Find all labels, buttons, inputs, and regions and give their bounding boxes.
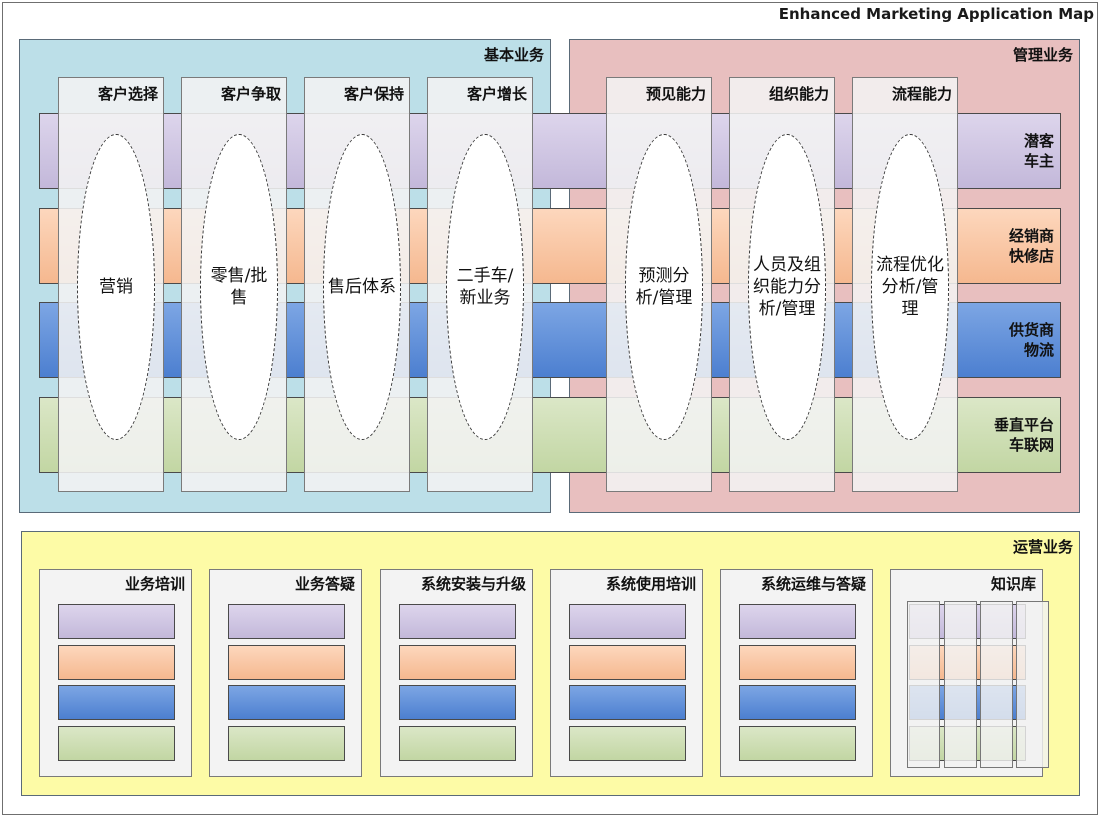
- column-title: 客户选择: [97, 85, 158, 103]
- card-bar-purple: [58, 604, 175, 639]
- column-process: 流程能力 流程优化分析/管理: [852, 77, 958, 492]
- ellipse-label: 流程优化分析/管理: [876, 255, 944, 319]
- band-label: 垂直平台 车联网: [993, 416, 1054, 454]
- column-customer-acquisition: 客户争取 零售/批售: [181, 77, 287, 492]
- card-bar-green: [399, 726, 516, 761]
- card-title: 系统使用培训: [605, 575, 696, 593]
- band-label: 供货商 物流: [1008, 321, 1054, 359]
- card-bar-purple: [569, 604, 686, 639]
- card-bar-blue: [399, 685, 516, 720]
- card-bar-orange: [399, 645, 516, 680]
- card-bar-orange: [228, 645, 345, 680]
- column-customer-selection: 客户选择 营销: [58, 77, 164, 492]
- column-organization: 组织能力 人员及组织能力分析/管理: [729, 77, 835, 492]
- column-ellipse: 预测分析/管理: [625, 134, 703, 440]
- card-bar-purple: [739, 604, 856, 639]
- ellipse-label: 零售/批售: [210, 266, 268, 308]
- card-system-ops-qa: 系统运维与答疑: [720, 569, 873, 777]
- card-knowledge-base: 知识库: [890, 569, 1049, 777]
- column-title: 客户保持: [343, 85, 404, 103]
- kb-column: [1016, 601, 1049, 768]
- column-ellipse: 人员及组织能力分析/管理: [748, 134, 826, 440]
- column-ellipse: 零售/批售: [200, 134, 278, 440]
- ellipse-label: 营销: [99, 277, 133, 297]
- column-ellipse: 流程优化分析/管理: [871, 134, 949, 440]
- ellipse-label: 售后体系: [328, 277, 396, 297]
- card-business-training: 业务培训: [39, 569, 192, 777]
- management-business-title: 管理业务: [1012, 46, 1073, 64]
- card-title: 业务答疑: [294, 575, 355, 593]
- column-customer-retention: 客户保持 售后体系: [304, 77, 410, 492]
- kb-column: [944, 601, 977, 768]
- ellipse-label: 预测分析/管理: [635, 266, 693, 308]
- column-foresight: 预见能力 预测分析/管理: [606, 77, 712, 492]
- card-bar-blue: [739, 685, 856, 720]
- card-bar-orange: [569, 645, 686, 680]
- column-ellipse: 售后体系: [323, 134, 401, 440]
- card-title: 业务培训: [124, 575, 185, 593]
- map-title: Enhanced Marketing Application Map: [778, 5, 1094, 23]
- column-title: 客户争取: [220, 85, 281, 103]
- ellipse-label: 人员及组织能力分析/管理: [753, 255, 821, 319]
- card-bar-green: [228, 726, 345, 761]
- card-bar-orange: [58, 645, 175, 680]
- card-bar-purple: [228, 604, 345, 639]
- card-bar-green: [739, 726, 856, 761]
- card-bar-green: [569, 726, 686, 761]
- card-bar-blue: [569, 685, 686, 720]
- card-bar-blue: [228, 685, 345, 720]
- basic-business-title: 基本业务: [483, 46, 544, 64]
- card-system-usage-training: 系统使用培训: [550, 569, 703, 777]
- column-title: 组织能力: [768, 85, 829, 103]
- card-system-install-upgrade: 系统安装与升级: [380, 569, 533, 777]
- ellipse-label: 二手车/新业务: [456, 266, 514, 308]
- card-title: 系统安装与升级: [420, 575, 526, 593]
- card-bar-purple: [399, 604, 516, 639]
- card-business-qa: 业务答疑: [209, 569, 362, 777]
- column-title: 客户增长: [466, 85, 527, 103]
- card-bar-blue: [58, 685, 175, 720]
- band-label: 经销商 快修店: [1008, 227, 1054, 265]
- card-title: 系统运维与答疑: [760, 575, 866, 593]
- kb-column: [980, 601, 1013, 768]
- operations-title: 运营业务: [1012, 538, 1073, 556]
- column-customer-growth: 客户增长 二手车/新业务: [427, 77, 533, 492]
- column-ellipse: 营销: [77, 134, 155, 440]
- column-title: 流程能力: [891, 85, 952, 103]
- column-title: 预见能力: [645, 85, 706, 103]
- kb-column: [907, 601, 940, 768]
- band-label: 潜客 车主: [1023, 132, 1054, 170]
- card-bar-orange: [739, 645, 856, 680]
- card-title: 知识库: [990, 575, 1036, 593]
- card-bar-green: [58, 726, 175, 761]
- column-ellipse: 二手车/新业务: [446, 134, 524, 440]
